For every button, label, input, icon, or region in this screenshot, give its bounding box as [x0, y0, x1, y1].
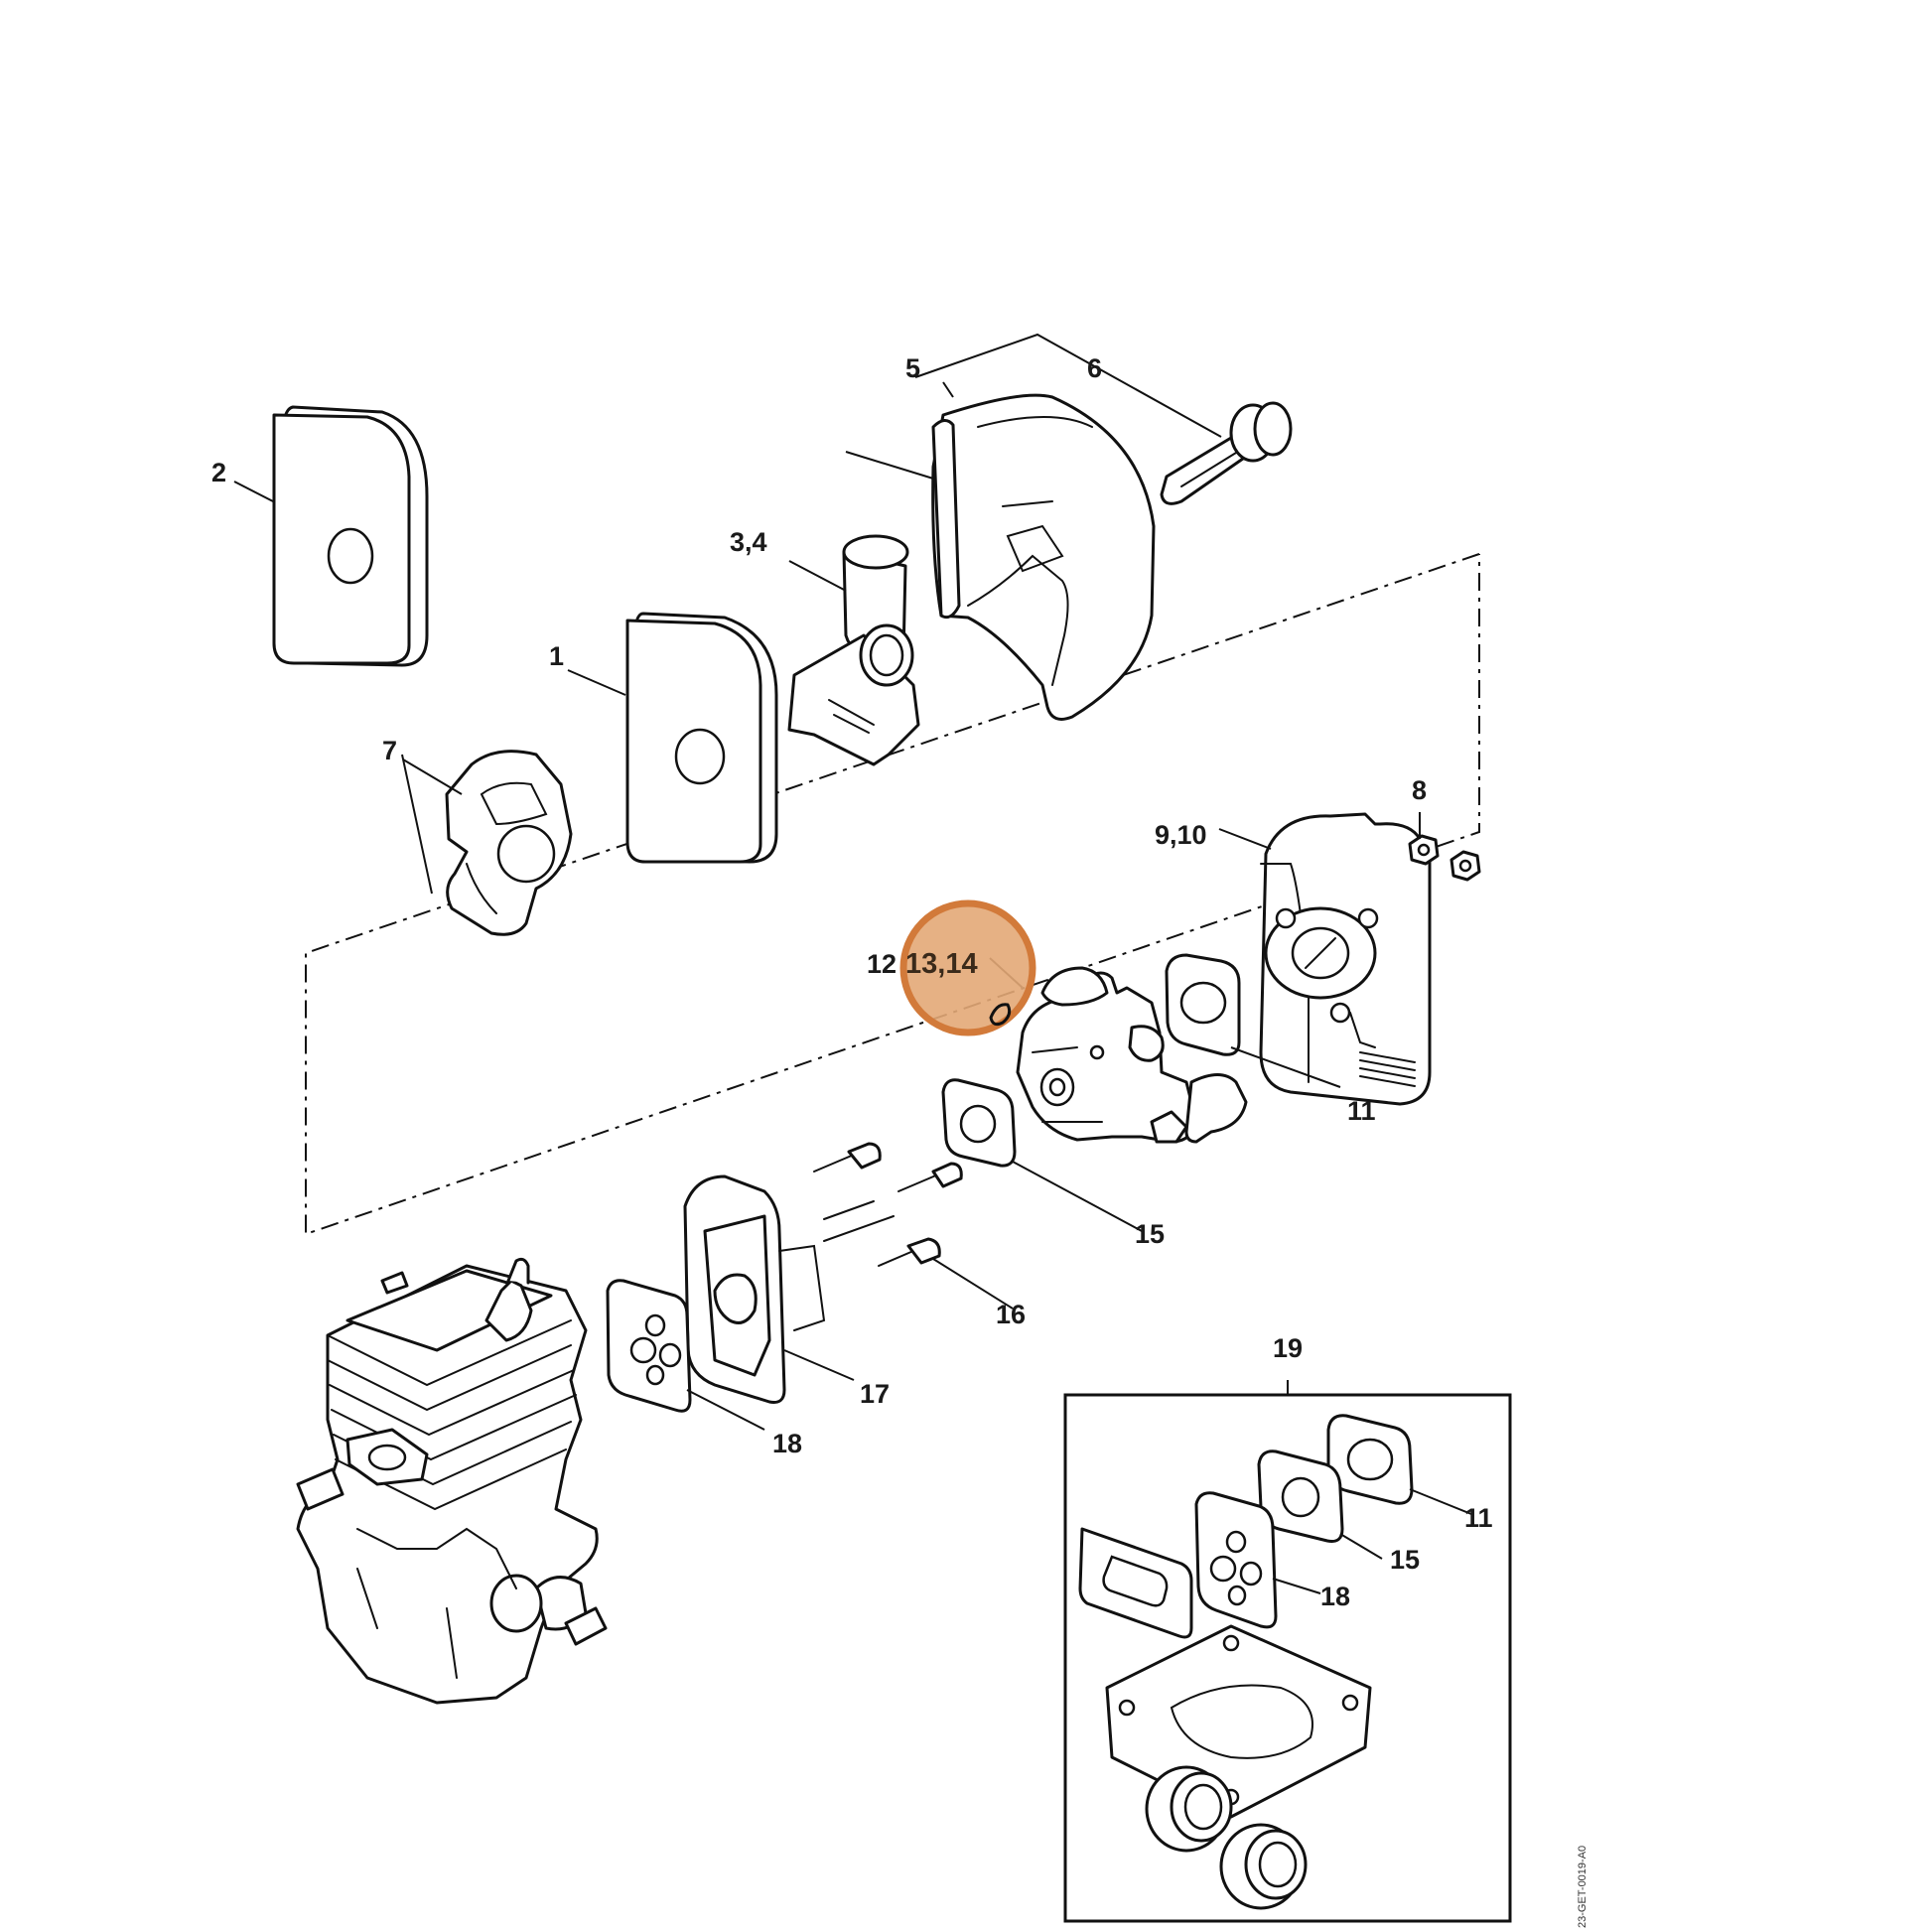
gasket-icon[interactable] — [1165, 953, 1241, 1056]
highlight-marker[interactable] — [899, 899, 1036, 1036]
kit-callout-11[interactable]: 11 — [1464, 1503, 1493, 1533]
kit-callout-18[interactable]: 18 — [1320, 1582, 1350, 1611]
callout-18[interactable]: 18 — [772, 1429, 802, 1458]
callout-16[interactable]: 16 — [996, 1300, 1026, 1329]
gasket-icon[interactable] — [606, 1279, 692, 1413]
drawing-code: 23-GET-0019-A0 — [1577, 1846, 1588, 1928]
air-filter-icon[interactable] — [625, 612, 778, 864]
callout-19[interactable]: 19 — [1273, 1333, 1303, 1363]
screw-icon[interactable] — [823, 1200, 895, 1242]
callout-11[interactable]: 11 — [1347, 1096, 1376, 1126]
screw-icon[interactable] — [897, 1162, 963, 1192]
callout-9-10[interactable]: 9,10 — [1155, 820, 1207, 850]
gasket-set-icon[interactable] — [1078, 1414, 1414, 1910]
cover-knob-icon[interactable] — [1160, 401, 1293, 505]
callout-13-14[interactable]: 13,14 — [905, 948, 978, 980]
callout-15[interactable]: 15 — [1135, 1219, 1165, 1249]
hex-nut-icon[interactable] — [1408, 834, 1440, 866]
intake-choke-icon[interactable] — [787, 534, 920, 766]
engine-cylinder-icon[interactable] — [296, 1257, 608, 1705]
filter-cover-icon[interactable] — [931, 393, 1156, 721]
callout-12[interactable]: 12 — [867, 949, 897, 979]
carburetor-icon[interactable] — [1016, 966, 1248, 1144]
intake-manifold-icon[interactable] — [683, 1174, 826, 1404]
callout-3-4[interactable]: 3,4 — [730, 527, 767, 557]
screw-icon[interactable] — [878, 1237, 941, 1267]
hex-nut-icon[interactable] — [1449, 850, 1481, 882]
callout-17[interactable]: 17 — [860, 1379, 890, 1409]
callout-6[interactable]: 6 — [1087, 353, 1102, 383]
screw-icon[interactable] — [813, 1142, 882, 1173]
pre-filter-icon[interactable] — [272, 405, 429, 667]
linkage-clip-icon — [989, 1003, 1012, 1027]
gasket-icon[interactable] — [941, 1078, 1017, 1168]
callout-1[interactable]: 1 — [549, 641, 564, 671]
callout-2[interactable]: 2 — [211, 458, 226, 487]
muffler-icon[interactable] — [1259, 812, 1432, 1106]
filter-base-icon[interactable] — [445, 750, 573, 936]
callout-7[interactable]: 7 — [382, 736, 397, 765]
leader-lines — [233, 333, 1472, 1594]
callout-5[interactable]: 5 — [905, 353, 920, 383]
callout-8[interactable]: 8 — [1412, 775, 1427, 805]
kit-callout-15[interactable]: 15 — [1390, 1545, 1420, 1575]
